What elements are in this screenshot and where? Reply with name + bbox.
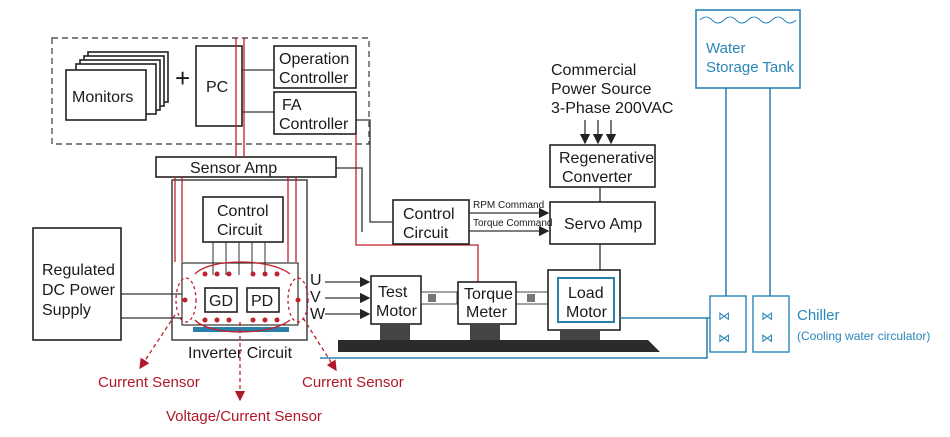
current-sensor-right-label: Current Sensor bbox=[302, 374, 404, 391]
monitors-stack bbox=[65, 51, 169, 121]
gd-box bbox=[204, 287, 238, 313]
voltage-current-sensor-label: Voltage/Current Sensor bbox=[166, 408, 322, 425]
water-tank-label-1: Water bbox=[706, 40, 745, 57]
servo-amp-box bbox=[549, 201, 656, 245]
dc-power-supply-box bbox=[32, 227, 122, 341]
chiller-unit-1 bbox=[709, 295, 747, 353]
test-bench-base bbox=[338, 340, 660, 352]
control-circuit-outer-label-1: Control bbox=[403, 206, 455, 223]
torque-meter-label-2: Meter bbox=[466, 304, 508, 321]
rpm-command-label: RPM Command bbox=[473, 200, 544, 211]
inverter-module bbox=[181, 262, 299, 326]
svg-text:⋈: ⋈ bbox=[761, 309, 773, 323]
pd-box bbox=[246, 287, 280, 313]
chiller-unit-2 bbox=[752, 295, 790, 353]
svg-text:⋈: ⋈ bbox=[718, 331, 730, 345]
dc-power-label-2: DC Power bbox=[42, 282, 116, 299]
operation-controller-label-1: Operation bbox=[279, 51, 349, 68]
torque-command-label: Torque Command bbox=[473, 218, 552, 229]
bus-bar bbox=[193, 327, 289, 332]
monitors-label: Monitors bbox=[72, 89, 133, 106]
load-motor-label-2: Motor bbox=[566, 304, 608, 321]
servo-amp-label: Servo Amp bbox=[564, 216, 642, 233]
operation-controller-label-2: Controller bbox=[279, 70, 349, 87]
control-circuit-outer-label-2: Circuit bbox=[403, 225, 449, 242]
test-motor-box bbox=[370, 275, 422, 325]
pd-label: PD bbox=[251, 293, 273, 310]
fa-controller-label-1: FA bbox=[282, 97, 302, 114]
sensor-amp-box bbox=[155, 156, 337, 178]
control-circuit-inner-box bbox=[202, 196, 284, 243]
fa-controller-label-2: Controller bbox=[279, 116, 349, 133]
control-circuit-inner-label-1: Control bbox=[217, 203, 269, 220]
svg-text:⋈: ⋈ bbox=[718, 309, 730, 323]
control-group-dashed-frame bbox=[51, 37, 370, 145]
current-sensor-left-label: Current Sensor bbox=[98, 374, 200, 391]
load-motor-label-1: Load bbox=[568, 285, 604, 302]
torque-meter-label-1: Torque bbox=[464, 286, 513, 303]
operation-controller-box bbox=[273, 45, 357, 89]
pc-box bbox=[195, 45, 243, 127]
test-motor-label-1: Test bbox=[378, 284, 408, 301]
test-motor-label-2: Motor bbox=[376, 303, 418, 320]
chiller-label: Chiller bbox=[797, 307, 840, 324]
torque-meter-box bbox=[457, 281, 517, 325]
phase-u-label: U bbox=[310, 272, 322, 289]
plus-sign: + bbox=[175, 63, 190, 93]
chiller-sub-label: (Cooling water circulator) bbox=[797, 329, 930, 343]
water-tank-label-2: Storage Tank bbox=[706, 59, 795, 76]
fa-controller-box bbox=[273, 91, 357, 135]
gd-label: GD bbox=[209, 293, 233, 310]
dc-power-label-1: Regulated bbox=[42, 262, 115, 279]
regen-label-1: Regenerative bbox=[559, 150, 654, 167]
pc-label: PC bbox=[206, 79, 228, 96]
phase-w-label: W bbox=[310, 306, 326, 323]
load-motor-box bbox=[557, 277, 615, 323]
commercial-power-label-3: 3-Phase 200VAC bbox=[551, 100, 673, 117]
commercial-power-label-1: Commercial bbox=[551, 62, 636, 79]
sensor-amp-label: Sensor Amp bbox=[190, 160, 277, 177]
control-circuit-inner-label-2: Circuit bbox=[217, 222, 263, 239]
water-surface-wave bbox=[699, 16, 797, 24]
svg-text:⋈: ⋈ bbox=[761, 331, 773, 345]
commercial-power-label-2: Power Source bbox=[551, 81, 652, 98]
phase-v-label: V bbox=[310, 289, 321, 306]
regenerative-converter-box bbox=[549, 144, 656, 188]
water-tank-box bbox=[695, 9, 801, 89]
dc-power-label-3: Supply bbox=[42, 302, 91, 319]
regen-label-2: Converter bbox=[562, 169, 633, 186]
